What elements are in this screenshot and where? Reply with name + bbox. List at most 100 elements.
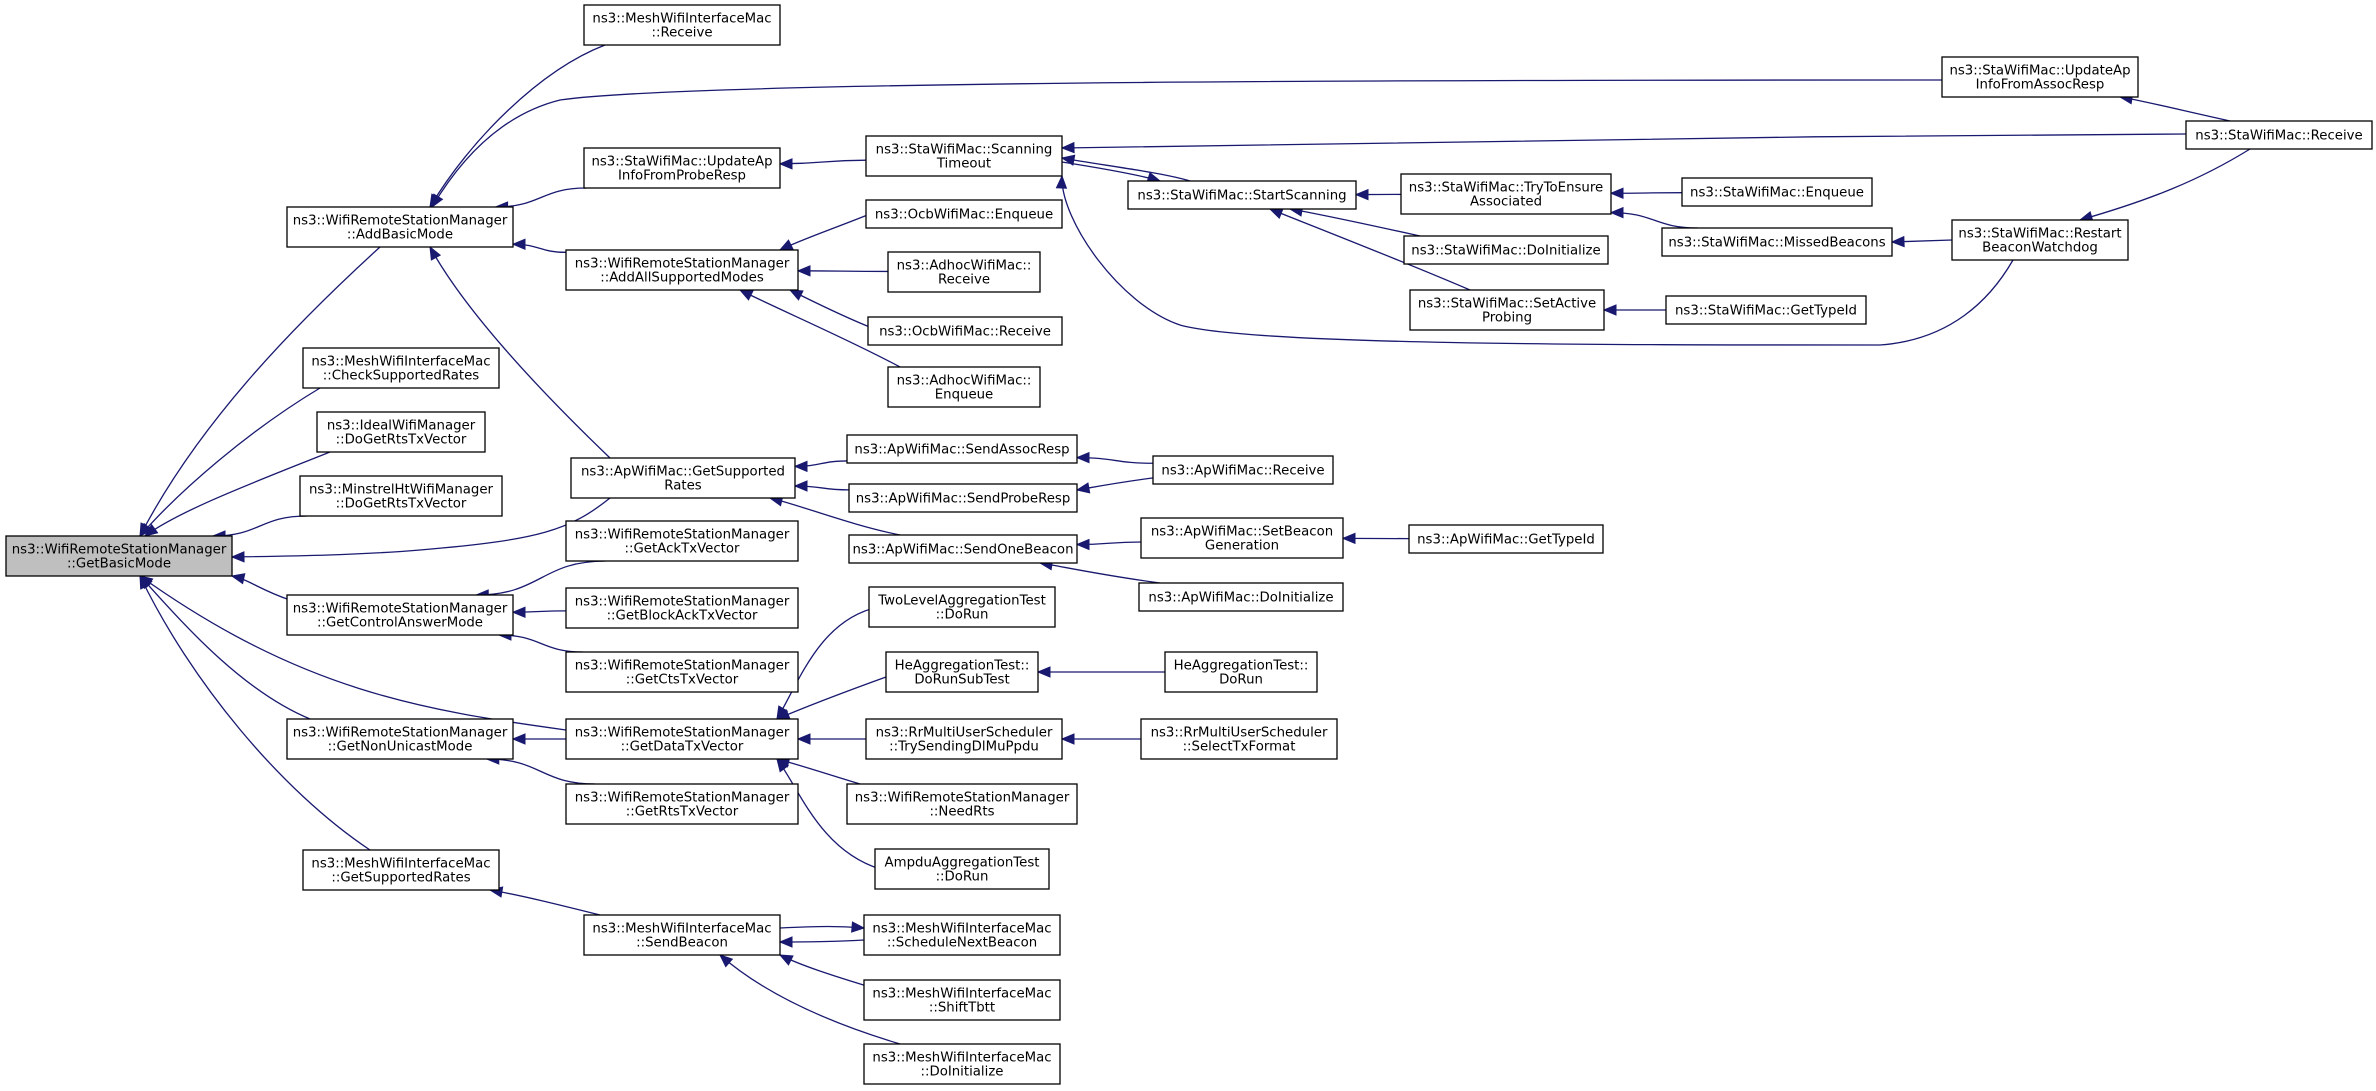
root-node-box[interactable] [5,535,233,577]
node-get-cts-tx-vector[interactable]: ns3::WifiRemoteStationManager::GetCtsTxV… [565,651,799,693]
node-adhoc-enqueue[interactable]: ns3::AdhocWifiMac::Enqueue [887,366,1041,408]
node-box[interactable] [846,783,1078,825]
node-ap-send-assoc-resp[interactable]: ns3::ApWifiMac::SendAssocResp [846,434,1078,464]
node-box[interactable] [865,718,1063,760]
node-box[interactable] [1138,582,1344,612]
node-box[interactable] [863,1043,1061,1085]
node-sta-get-type-id[interactable]: ns3::StaWifiMac::GetTypeId [1665,295,1867,325]
node-box[interactable] [1409,289,1605,331]
node-ocb-receive[interactable]: ns3::OcbWifiMac::Receive [867,316,1063,346]
node-ampdu-do-run[interactable]: AmpduAggregationTest::DoRun [874,848,1050,890]
node-mesh-send-beacon[interactable]: ns3::MeshWifiInterfaceMac::SendBeacon [583,914,781,956]
node-box[interactable] [1681,177,1873,207]
node-box[interactable] [863,979,1061,1021]
node-sta-start-scanning[interactable]: ns3::StaWifiMac::StartScanning [1127,180,1357,210]
node-get-control-answer-mode[interactable]: ns3::WifiRemoteStationManager::GetContro… [286,594,514,636]
node-box[interactable] [565,783,799,825]
node-get-rts-tx-vector[interactable]: ns3::WifiRemoteStationManager::GetRtsTxV… [565,783,799,825]
node-two-level-do-run[interactable]: TwoLevelAggregationTest::DoRun [868,586,1056,628]
node-box[interactable] [887,366,1041,408]
node-box[interactable] [1661,227,1893,257]
node-mesh-receive[interactable]: ns3::MeshWifiInterfaceMac::Receive [583,4,781,46]
node-ap-receive[interactable]: ns3::ApWifiMac::Receive [1152,455,1334,485]
node-need-rts[interactable]: ns3::WifiRemoteStationManager::NeedRts [846,783,1078,825]
node-rr-select-tx-format[interactable]: ns3::RrMultiUserScheduler::SelectTxForma… [1140,718,1338,760]
node-box[interactable] [865,135,1063,177]
node-ap-do-initialize[interactable]: ns3::ApWifiMac::DoInitialize [1138,582,1344,612]
node-box[interactable] [1140,718,1338,760]
node-rr-try-sending[interactable]: ns3::RrMultiUserScheduler::TrySendingDlM… [865,718,1063,760]
node-mesh-check-supported-rates[interactable]: ns3::MeshWifiInterfaceMac::CheckSupporte… [302,347,500,389]
node-sta-receive[interactable]: ns3::StaWifiMac::Receive [2185,120,2373,150]
node-adhoc-receive[interactable]: ns3::AdhocWifiMac::Receive [887,251,1041,293]
node-he-do-run[interactable]: HeAggregationTest::DoRun [1164,651,1318,693]
node-mesh-do-initialize[interactable]: ns3::MeshWifiInterfaceMac::DoInitialize [863,1043,1061,1085]
node-ap-send-probe-resp[interactable]: ns3::ApWifiMac::SendProbeResp [848,483,1078,513]
node-add-basic-mode[interactable]: ns3::WifiRemoteStationManager::AddBasicM… [286,206,514,248]
node-box[interactable] [286,718,514,760]
node-sta-missed-beacons[interactable]: ns3::StaWifiMac::MissedBeacons [1661,227,1893,257]
node-box[interactable] [565,587,799,629]
node-mesh-schedule-next-beacon[interactable]: ns3::MeshWifiInterfaceMac::ScheduleNextB… [863,914,1061,956]
node-sta-update-ap-assoc[interactable]: ns3::StaWifiMac::UpdateApInfoFromAssocRe… [1941,56,2139,98]
node-box[interactable] [846,434,1078,464]
node-box[interactable] [302,849,500,891]
node-box[interactable] [1665,295,1867,325]
node-box[interactable] [565,651,799,693]
node-minstrel-do-get-rts[interactable]: ns3::MinstrelHtWifiManager::DoGetRtsTxVe… [299,475,503,517]
node-box[interactable] [583,4,781,46]
node-mesh-get-supported-rates[interactable]: ns3::MeshWifiInterfaceMac::GetSupportedR… [302,849,500,891]
node-box[interactable] [874,848,1050,890]
node-mesh-shift-tbtt[interactable]: ns3::MeshWifiInterfaceMac::ShiftTbtt [863,979,1061,1021]
node-ideal-do-get-rts[interactable]: ns3::IdealWifiManager::DoGetRtsTxVector [316,411,486,453]
node-box[interactable] [565,520,799,562]
node-box[interactable] [865,199,1063,229]
node-box[interactable] [299,475,503,517]
node-box[interactable] [863,914,1061,956]
node-box[interactable] [1140,517,1344,559]
node-box[interactable] [1164,651,1318,693]
node-box[interactable] [848,534,1078,564]
node-box[interactable] [1152,455,1334,485]
node-box[interactable] [2185,120,2373,150]
node-ocb-enqueue[interactable]: ns3::OcbWifiMac::Enqueue [865,199,1063,229]
node-sta-enqueue[interactable]: ns3::StaWifiMac::Enqueue [1681,177,1873,207]
node-box[interactable] [1400,173,1612,215]
node-box[interactable] [565,718,799,760]
node-box[interactable] [1403,235,1609,265]
node-box[interactable] [868,586,1056,628]
node-box[interactable] [565,249,799,291]
node-get-data-tx-vector[interactable]: ns3::WifiRemoteStationManager::GetDataTx… [565,718,799,760]
node-box[interactable] [885,651,1039,693]
node-box[interactable] [867,316,1063,346]
node-box[interactable] [286,594,514,636]
node-box[interactable] [316,411,486,453]
node-box[interactable] [1941,56,2139,98]
node-box[interactable] [302,347,500,389]
node-sta-update-ap-probe[interactable]: ns3::StaWifiMac::UpdateApInfoFromProbeRe… [583,147,781,189]
node-get-ack-tx-vector[interactable]: ns3::WifiRemoteStationManager::GetAckTxV… [565,520,799,562]
node-he-do-run-sub-test[interactable]: HeAggregationTest::DoRunSubTest [885,651,1039,693]
node-box[interactable] [848,483,1078,513]
node-ap-get-supported-rates[interactable]: ns3::ApWifiMac::GetSupportedRates [570,457,796,499]
node-get-basic-mode[interactable]: ns3::WifiRemoteStationManager::GetBasicM… [5,535,233,577]
node-box[interactable] [583,914,781,956]
node-box[interactable] [1408,524,1604,554]
node-ap-send-one-beacon[interactable]: ns3::ApWifiMac::SendOneBeacon [848,534,1078,564]
node-box[interactable] [1127,180,1357,210]
node-ap-get-type-id[interactable]: ns3::ApWifiMac::GetTypeId [1408,524,1604,554]
node-box[interactable] [286,206,514,248]
node-box[interactable] [570,457,796,499]
node-sta-do-initialize[interactable]: ns3::StaWifiMac::DoInitialize [1403,235,1609,265]
node-get-block-ack-tx-vector[interactable]: ns3::WifiRemoteStationManager::GetBlockA… [565,587,799,629]
node-add-all-supported-modes[interactable]: ns3::WifiRemoteStationManager::AddAllSup… [565,249,799,291]
node-box[interactable] [583,147,781,189]
node-box[interactable] [1951,219,2129,261]
node-get-non-unicast-mode[interactable]: ns3::WifiRemoteStationManager::GetNonUni… [286,718,514,760]
node-box[interactable] [887,251,1041,293]
